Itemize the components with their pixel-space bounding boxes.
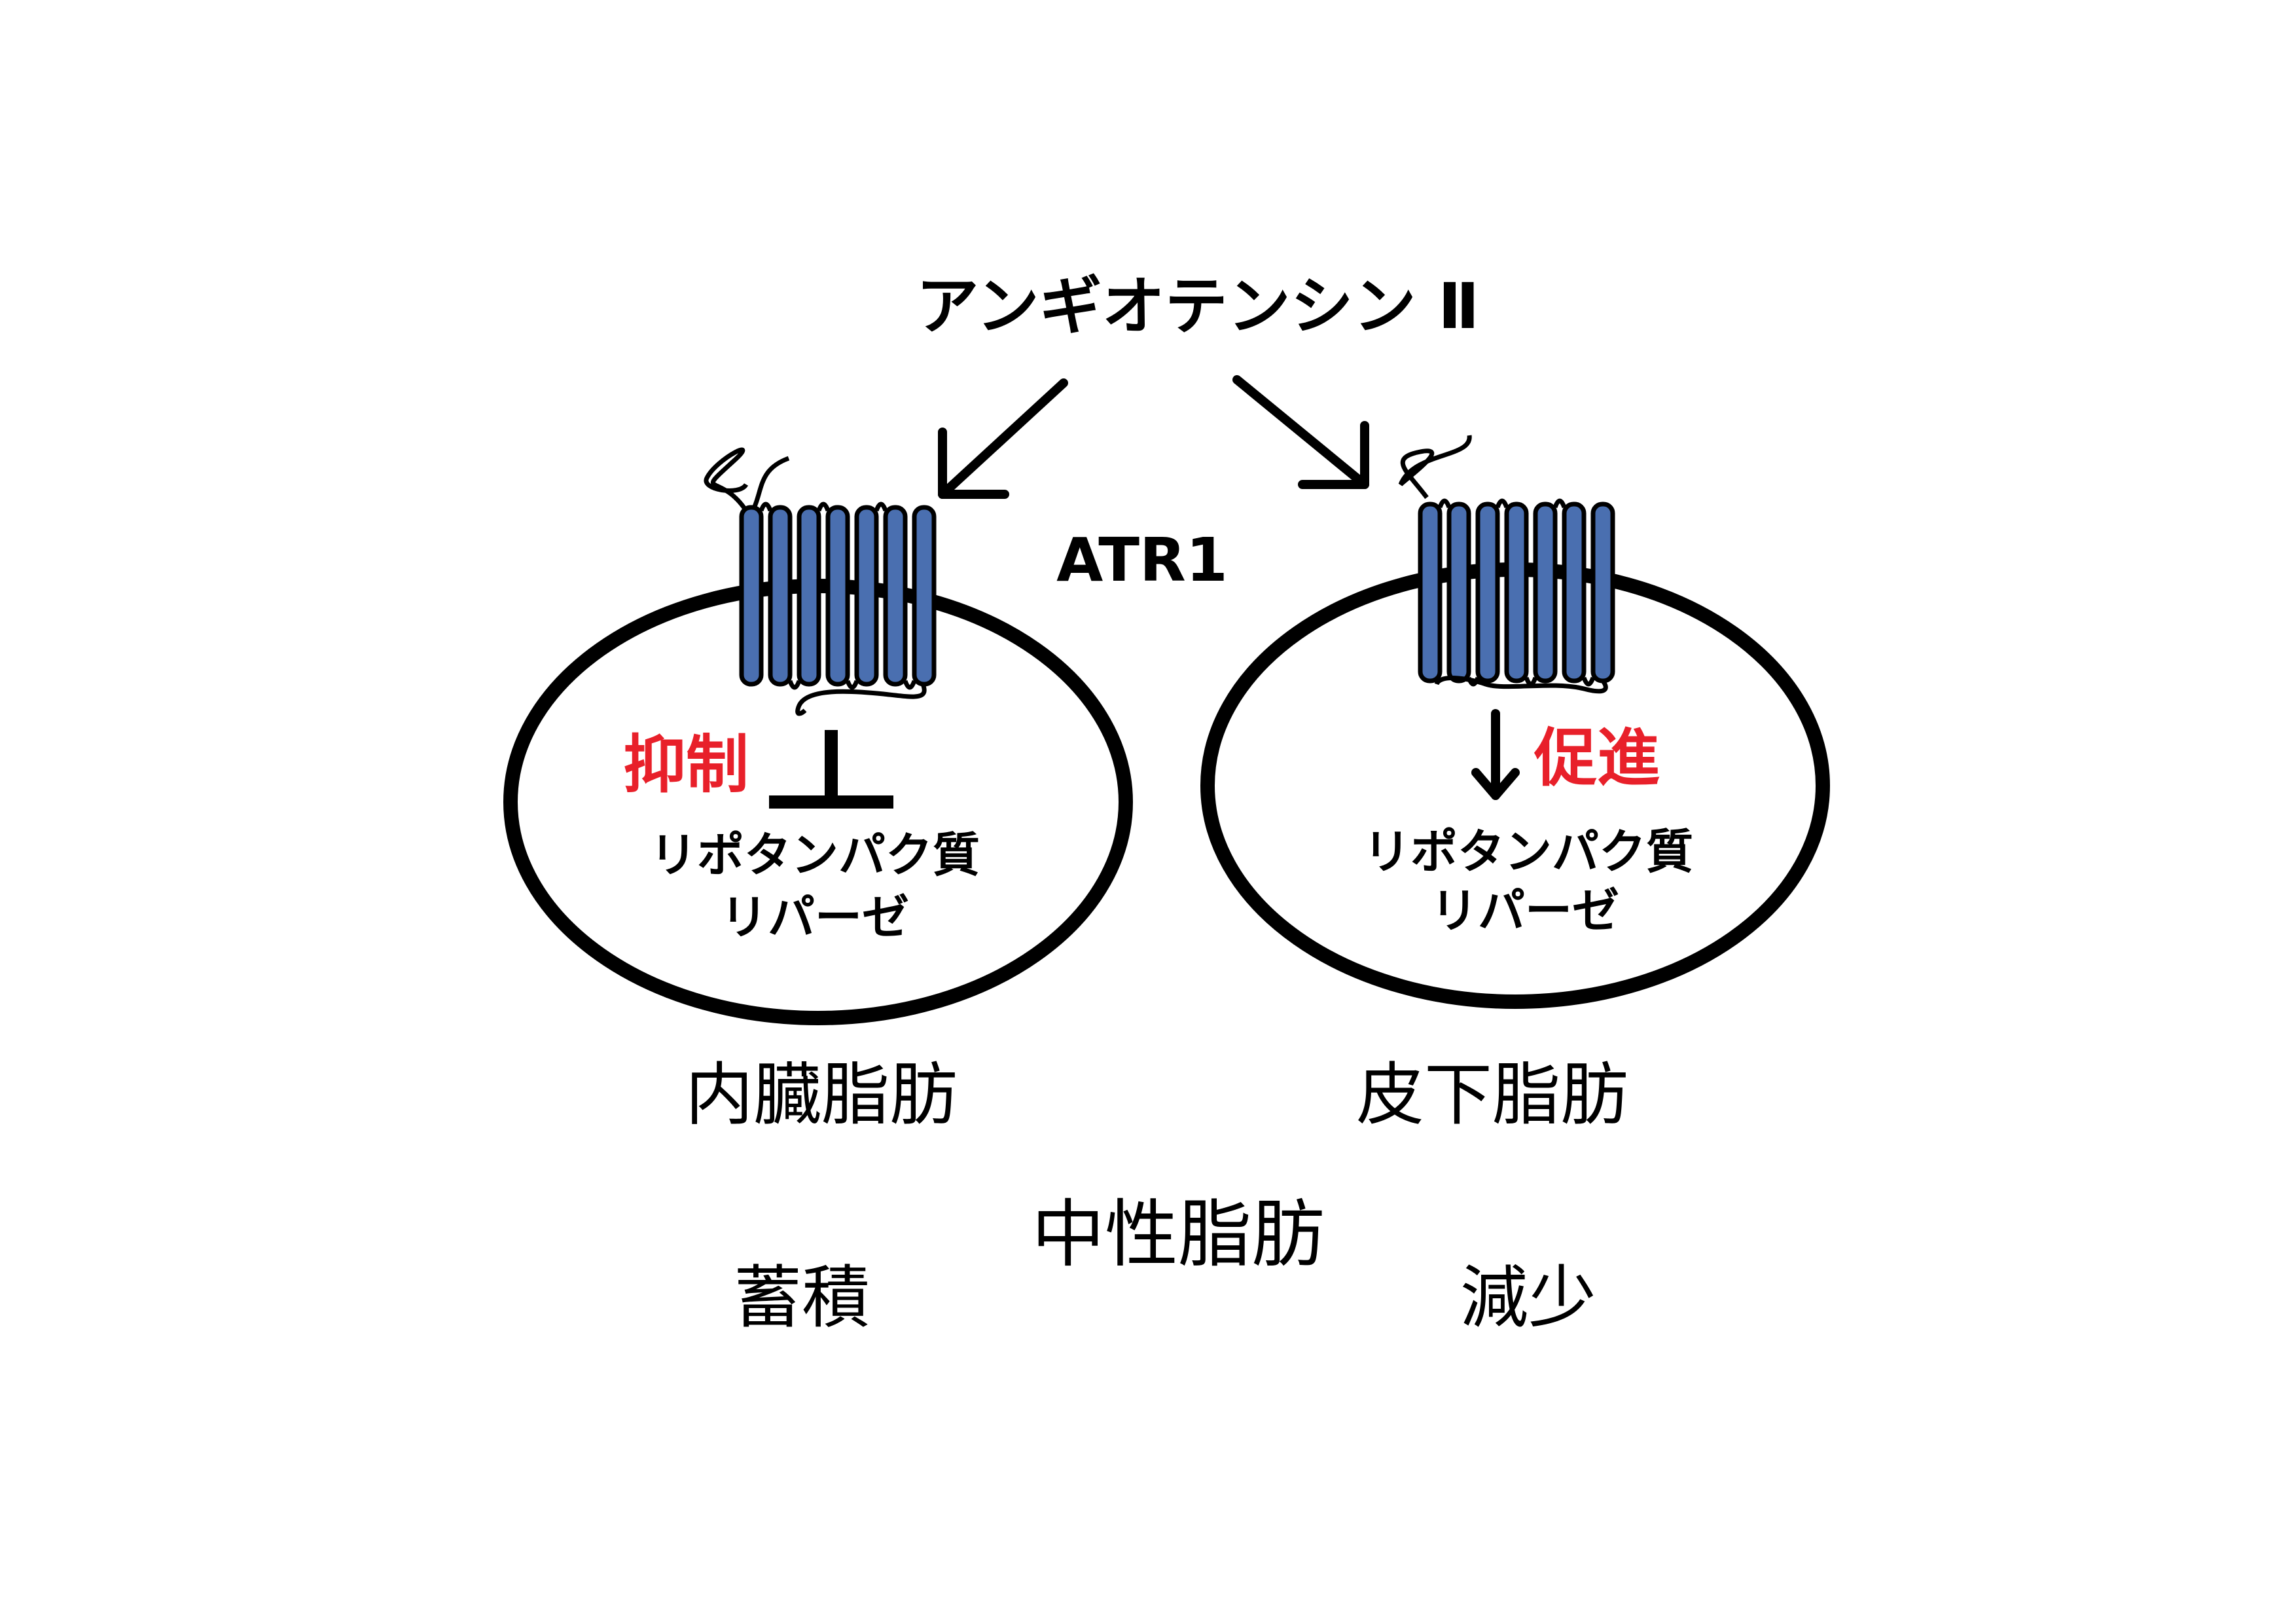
arrow-to-left-cell <box>938 378 1068 499</box>
left-tissue-label: 内臓脂肪 <box>685 1055 958 1135</box>
ligand-label: アンギオテンシン Ⅱ <box>916 270 1480 343</box>
receptor-label: ATR1 <box>1056 525 1228 595</box>
right-effect-label: 促進 <box>1534 721 1660 795</box>
right-enzyme-line1: リポタンパク質 <box>1363 824 1694 879</box>
left-enzyme-line2: リパーゼ <box>720 890 910 945</box>
left-receptor <box>704 447 934 716</box>
left-enzyme-line1: リポタンパク質 <box>649 828 980 883</box>
left-outcome-label: 蓄積 <box>733 1258 870 1338</box>
right-tissue-label: 皮下脂肪 <box>1355 1055 1629 1135</box>
left-effect-label: 抑制 <box>623 728 749 801</box>
center-label: 中性脂肪 <box>1031 1192 1325 1277</box>
promotion-arrow <box>1471 709 1520 800</box>
right-enzyme-line2: リパーゼ <box>1430 883 1620 938</box>
right-receptor <box>1398 435 1613 694</box>
right-outcome-label: 減少 <box>1460 1258 1597 1338</box>
inhibition-symbol <box>769 730 893 809</box>
arrow-to-right-cell <box>1232 375 1369 489</box>
